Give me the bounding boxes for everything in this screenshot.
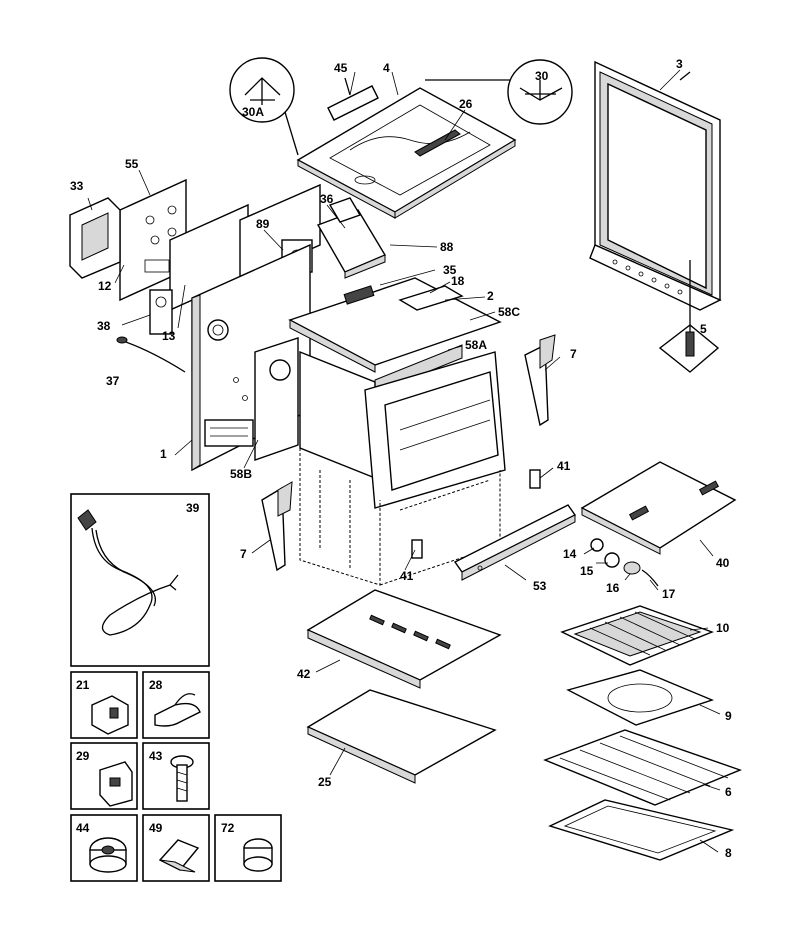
inset-label-43: 43 bbox=[149, 749, 163, 763]
callout-58b: 58B bbox=[230, 467, 252, 481]
leader-lines bbox=[87, 69, 721, 853]
detail-circle-30a bbox=[229, 57, 299, 156]
callout-6: 6 bbox=[725, 785, 732, 799]
drawer-bottom-25 bbox=[306, 689, 497, 784]
callout-58a: 58A bbox=[465, 338, 487, 352]
heat-shield-40 bbox=[580, 461, 737, 555]
inset-part-43: 43 bbox=[142, 742, 210, 810]
callout-8: 8 bbox=[725, 846, 732, 860]
spring-clip-28-icon bbox=[154, 693, 201, 727]
inset-label-21: 21 bbox=[76, 678, 90, 692]
clip-41 bbox=[411, 469, 541, 559]
callout-26: 26 bbox=[459, 97, 473, 111]
clip-21-icon bbox=[91, 695, 129, 735]
callout-15: 15 bbox=[580, 564, 594, 578]
inset-part-28: 28 bbox=[142, 671, 210, 739]
callout-35: 35 bbox=[443, 263, 457, 277]
callout-36: 36 bbox=[320, 192, 334, 206]
broiler-grid-slots bbox=[589, 611, 696, 656]
callout-13: 13 bbox=[162, 329, 176, 343]
inset-power-cord-39: 39 bbox=[70, 493, 210, 667]
door-vent-holes bbox=[612, 259, 683, 295]
callout-7-right: 7 bbox=[570, 347, 577, 361]
callout-5: 5 bbox=[700, 322, 707, 336]
callout-30: 30 bbox=[535, 69, 549, 83]
leveling-leg-5 bbox=[658, 260, 720, 373]
inset-part-44: 44 bbox=[70, 814, 138, 882]
terminal-block-33 bbox=[69, 197, 121, 279]
top-panel-part bbox=[296, 87, 517, 219]
inset-part-21: 21 bbox=[70, 671, 138, 739]
bracket-45 bbox=[327, 77, 379, 121]
spacer-49-icon bbox=[158, 839, 200, 873]
callout-2: 2 bbox=[487, 289, 494, 303]
callout-88: 88 bbox=[440, 240, 454, 254]
callout-10: 10 bbox=[716, 621, 730, 635]
callout-labels: 45 4 30 30A 26 3 55 33 36 89 88 12 35 18… bbox=[70, 57, 732, 860]
inset-label-44: 44 bbox=[76, 821, 90, 835]
callout-18a: 18 bbox=[451, 274, 465, 288]
bushing-44-icon bbox=[89, 837, 127, 873]
oven-door-part bbox=[589, 60, 722, 311]
kick-panel-53 bbox=[453, 504, 577, 581]
callout-9: 9 bbox=[725, 709, 732, 723]
callout-7-left: 7 bbox=[240, 547, 247, 561]
callout-40: 40 bbox=[716, 556, 730, 570]
inset-part-72: 72 bbox=[214, 814, 282, 882]
callout-55: 55 bbox=[125, 157, 139, 171]
rack-guide-7-left bbox=[261, 481, 293, 572]
callout-4: 4 bbox=[383, 61, 390, 75]
callout-42: 42 bbox=[297, 667, 311, 681]
callout-45: 45 bbox=[334, 61, 348, 75]
inset-label-29: 29 bbox=[76, 749, 90, 763]
bracket-13 bbox=[149, 289, 173, 335]
broiler-pan-9 bbox=[566, 669, 715, 726]
inset-label-49: 49 bbox=[149, 821, 163, 835]
oven-front-frame bbox=[299, 350, 506, 586]
cooktop-insulation-58c bbox=[288, 277, 502, 373]
inset-label-28: 28 bbox=[149, 678, 163, 692]
callout-3: 3 bbox=[676, 57, 683, 71]
detail-circle-30 bbox=[425, 59, 573, 125]
cap-72-icon bbox=[243, 838, 273, 872]
callout-41-left: 41 bbox=[400, 569, 414, 583]
inset-part-49: 49 bbox=[142, 814, 210, 882]
rack-guide-7-right bbox=[524, 334, 556, 427]
oven-bottom-42 bbox=[306, 589, 502, 689]
callout-17: 17 bbox=[662, 587, 676, 601]
callout-12: 12 bbox=[98, 279, 112, 293]
insulation-58b bbox=[254, 337, 299, 461]
callout-41-right: 41 bbox=[557, 459, 571, 473]
inset-part-29: 29 bbox=[70, 742, 138, 810]
bracket-29-icon bbox=[99, 761, 133, 807]
broiler-grid-10 bbox=[560, 605, 714, 666]
power-cord-icon bbox=[77, 509, 179, 636]
inset-label-39: 39 bbox=[186, 501, 200, 515]
callout-16: 16 bbox=[606, 581, 620, 595]
wire-37 bbox=[116, 336, 186, 373]
callout-30a: 30A bbox=[242, 105, 264, 119]
callout-53: 53 bbox=[533, 579, 547, 593]
callout-37: 37 bbox=[106, 374, 120, 388]
callout-14: 14 bbox=[563, 547, 577, 561]
screw-43-icon bbox=[170, 755, 194, 802]
callout-25: 25 bbox=[318, 775, 332, 789]
oven-rack-6 bbox=[543, 729, 742, 806]
callout-58c: 58C bbox=[498, 305, 520, 319]
drawer-liner-8 bbox=[548, 799, 735, 861]
callout-1: 1 bbox=[160, 447, 167, 461]
callout-33: 33 bbox=[70, 179, 84, 193]
burner-assembly-36 bbox=[316, 197, 387, 279]
callout-38: 38 bbox=[97, 319, 111, 333]
inset-label-72: 72 bbox=[221, 821, 235, 835]
callout-89: 89 bbox=[256, 217, 270, 231]
